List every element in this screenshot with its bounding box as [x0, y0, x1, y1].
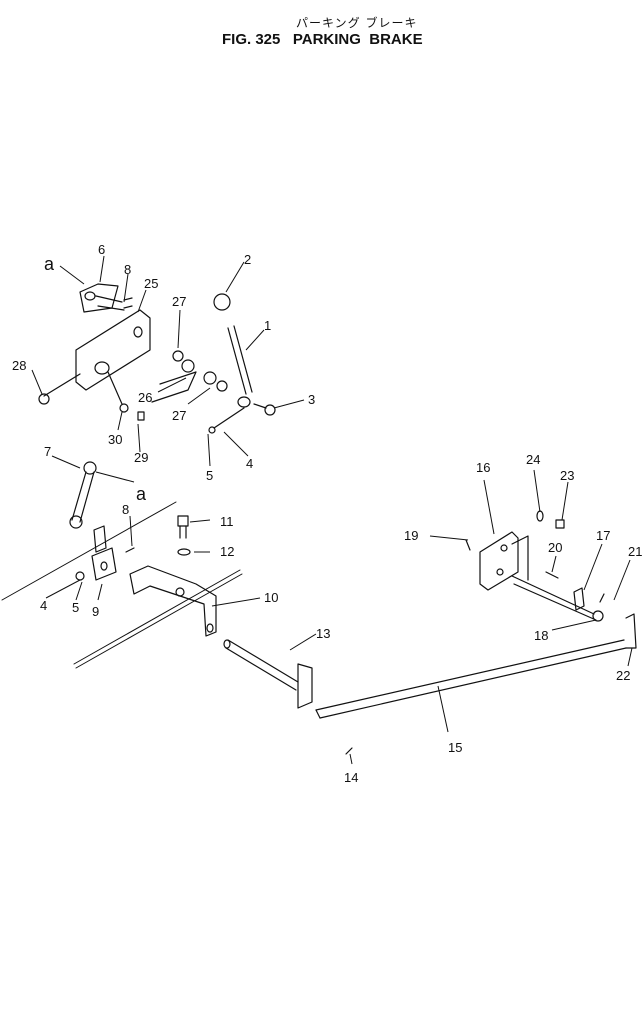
callout-23: 23 [560, 468, 574, 483]
callout-28: 28 [12, 358, 26, 373]
callout-10: 10 [264, 590, 278, 605]
figure-title-japanese: パーキング ブレーキ [296, 16, 418, 30]
plate-25 [38, 309, 151, 421]
callout-22: 22 [616, 668, 630, 683]
callout-12: 12 [220, 544, 234, 559]
bracket-assembly-6 [79, 283, 133, 313]
callout-7: 7 [44, 444, 51, 459]
callout-30: 30 [108, 432, 122, 447]
callout-8: 8 [122, 502, 129, 517]
callout-27: 27 [172, 294, 186, 309]
callout-5: 5 [72, 600, 79, 615]
bracket-16 [465, 531, 529, 591]
callout-11: 11 [220, 514, 234, 529]
callout-4: 4 [246, 456, 253, 471]
rod-15 [315, 613, 637, 755]
rod-7 [69, 461, 97, 529]
shaft-18 [511, 575, 605, 622]
callout-15: 15 [448, 740, 462, 755]
lever-1 [208, 293, 276, 434]
bolt-11 [177, 515, 189, 539]
figure-title: FIG. 325 PARKING BRAKE [222, 31, 423, 48]
callout-19: 19 [404, 528, 418, 543]
callout-a: a [44, 254, 55, 274]
callout-16: 16 [476, 460, 490, 475]
callout-24: 24 [526, 452, 540, 467]
callout-26: 26 [138, 390, 152, 405]
bracket-10 [129, 565, 217, 637]
callout-1: 1 [264, 318, 271, 333]
callout-21: 21 [628, 544, 642, 559]
bushings-26-27 [151, 350, 228, 403]
callout-9: 9 [92, 604, 99, 619]
leader-lines [31, 255, 633, 765]
frame-lines [1, 501, 243, 669]
callout-13: 13 [316, 626, 330, 641]
washer-12 [177, 548, 191, 556]
callout-20: 20 [548, 540, 562, 555]
callout-a: a [136, 484, 147, 504]
shaft-13 [223, 639, 313, 709]
callout-6: 6 [98, 242, 105, 257]
callout-5: 5 [206, 468, 213, 483]
callout-4: 4 [40, 598, 47, 613]
callout-18: 18 [534, 628, 548, 643]
callout-14: 14 [344, 770, 358, 785]
callout-2: 2 [244, 252, 251, 267]
callout-25: 25 [144, 276, 158, 291]
callout-17: 17 [596, 528, 610, 543]
callout-3: 3 [308, 392, 315, 407]
callout-labels: 1 2 3 4 4 5 5 6 7 8 8 9 10 11 12 13 14 1… [12, 242, 642, 785]
callout-29: 29 [134, 450, 148, 465]
callout-27: 27 [172, 408, 186, 423]
callout-8: 8 [124, 262, 131, 277]
